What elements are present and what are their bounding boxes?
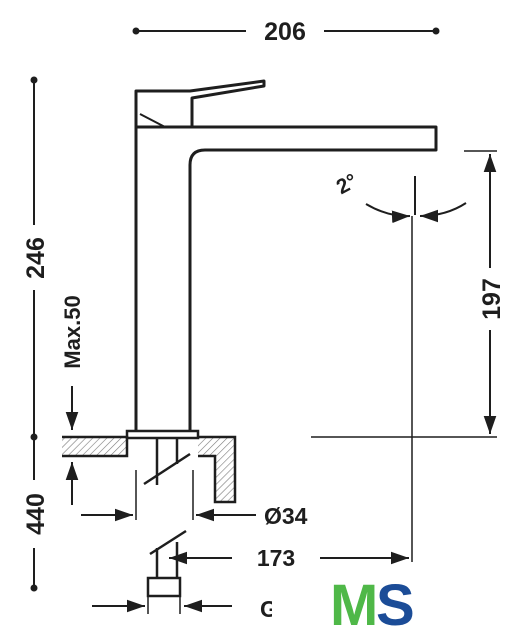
hose-connector — [146, 576, 182, 598]
countertop-section — [62, 429, 237, 504]
hose-length-label: 440 — [22, 493, 50, 535]
ms-logo: M S — [272, 566, 415, 640]
angle-arc-left — [365, 203, 411, 224]
dim-dot — [432, 27, 440, 35]
break-mark-top — [143, 452, 191, 486]
break-mark-bottom — [149, 529, 187, 556]
spout-body — [134, 125, 438, 430]
dimension-hole-diameter: Ø34 — [81, 470, 308, 529]
handle-detail — [139, 113, 166, 128]
deck-outline-left — [62, 435, 129, 458]
logo-background — [272, 566, 396, 640]
outlet-angle: 2° — [333, 169, 467, 224]
deck-hatch-right — [198, 437, 235, 502]
logo-letter-s: S — [376, 573, 415, 638]
dimension-width: 206 — [132, 18, 440, 46]
angle-label: 2° — [333, 169, 362, 199]
dim-dot — [30, 584, 38, 592]
width-label: 206 — [264, 18, 306, 46]
handle-lever — [134, 79, 266, 127]
dimension-connection: G — [92, 596, 278, 622]
deck-hatch-left — [62, 437, 127, 456]
dimension-spout-height: 197 — [311, 150, 506, 438]
deck-outline-right — [198, 435, 237, 504]
dimension-height-total: 246 — [22, 76, 50, 441]
mounting-flange — [125, 429, 200, 440]
logo-letter-m: M — [330, 573, 378, 638]
height-total-label: 246 — [22, 237, 50, 279]
spout-height-label: 197 — [478, 278, 506, 320]
dimension-max-deck: Max.50 — [60, 295, 85, 505]
max-deck-label: Max.50 — [60, 295, 85, 368]
supply-hose — [143, 438, 191, 598]
faucet-body — [134, 79, 438, 430]
dimension-hose-length: 440 — [22, 437, 50, 592]
angle-arc-right — [419, 202, 467, 223]
hole-diameter-label: Ø34 — [264, 503, 308, 529]
